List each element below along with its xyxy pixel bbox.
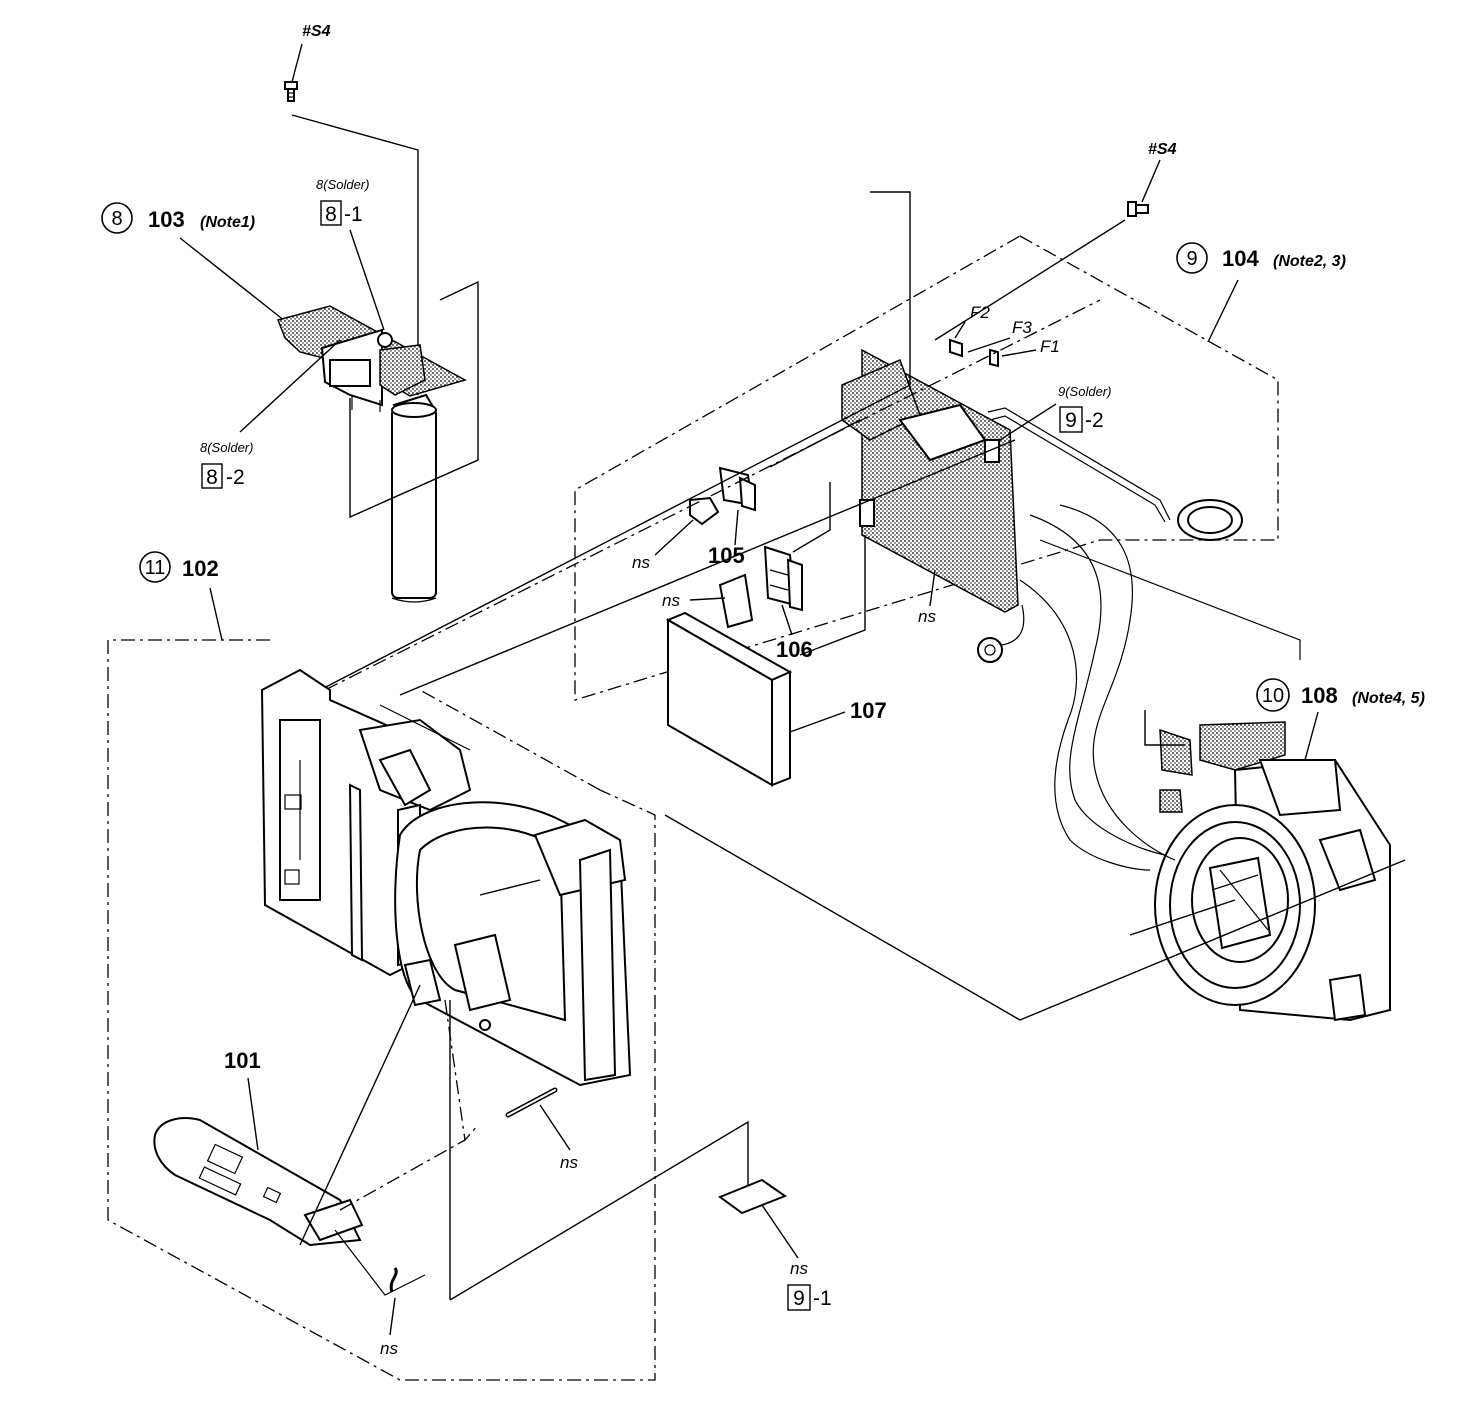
svg-text:-1: -1 (344, 203, 363, 226)
svg-text:-2: -2 (226, 466, 245, 489)
guide-line (291, 114, 419, 395)
svg-text:8(Solder): 8(Solder) (200, 440, 253, 455)
part-101: 101 (153, 1048, 364, 1247)
screw-icon (284, 81, 298, 102)
svg-text:9: 9 (1065, 409, 1077, 432)
svg-text:107: 107 (850, 698, 887, 723)
solder-8-1: 8(Solder) 8 -1 (316, 177, 385, 331)
svg-text:9: 9 (793, 1287, 805, 1310)
guide-line (299, 984, 421, 1246)
part-106: 106 (763, 545, 813, 662)
guide-line (349, 280, 479, 519)
svg-text:8: 8 (111, 208, 122, 230)
dashed-group-11 (107, 639, 656, 1381)
svg-text:108: 108 (1301, 683, 1338, 708)
svg-text:102: 102 (182, 556, 219, 581)
svg-text:ns: ns (380, 1339, 398, 1358)
svg-text:F2: F2 (970, 303, 990, 322)
svg-text:(Note2, 3): (Note2, 3) (1273, 253, 1346, 270)
sheet-ns: ns 9 -1 (717, 1178, 832, 1311)
svg-text:11: 11 (145, 557, 166, 579)
guide-line (1129, 899, 1236, 936)
spring-ns: ns (334, 1229, 426, 1358)
guide-line (792, 482, 831, 553)
svg-text:104: 104 (1222, 246, 1259, 271)
screw-s4-right: #S4 (1127, 141, 1177, 217)
svg-text:101: 101 (224, 1048, 261, 1073)
guide-line (449, 1120, 749, 1301)
solder-8-2: 8(Solder) 8 -2 (200, 339, 341, 489)
svg-text:9: 9 (1186, 248, 1197, 270)
grip-cylinder (391, 402, 437, 603)
guide-line (319, 191, 911, 691)
svg-text:#S4: #S4 (1148, 141, 1177, 158)
svg-text:103: 103 (148, 207, 185, 232)
guide-line (399, 439, 1016, 696)
guide-line (419, 689, 601, 791)
guide-line (479, 879, 541, 896)
svg-text:ns: ns (632, 553, 650, 572)
assembly-11-label: 11 102 (139, 551, 219, 583)
svg-text:8: 8 (325, 203, 337, 226)
flex-ring-cable (987, 407, 1243, 541)
part-107-battery: 107 (665, 611, 887, 787)
ns-pad-105: ns (632, 496, 720, 572)
svg-text:ns: ns (662, 591, 680, 610)
svg-text:9(Solder): 9(Solder) (1058, 384, 1111, 399)
svg-text:(Note4, 5): (Note4, 5) (1352, 690, 1425, 707)
solder-9-2: 9(Solder) 9 -2 (999, 384, 1111, 441)
assembly-8-label: 8 103 (Note1) (101, 202, 255, 234)
screw-icon (1127, 201, 1149, 217)
ns-pad-106: ns (662, 573, 754, 629)
screw-label: #S4 (302, 23, 331, 40)
svg-text:10: 10 (1262, 685, 1284, 707)
switch-board-103 (276, 305, 467, 417)
svg-text:105: 105 (708, 543, 745, 568)
svg-text:(Note1): (Note1) (200, 214, 255, 231)
guide-line (339, 1139, 466, 1211)
assembly-10-label: 10 108 (Note4, 5) (1256, 678, 1425, 712)
svg-text:ns: ns (790, 1259, 808, 1278)
svg-text:8(Solder): 8(Solder) (316, 177, 369, 192)
svg-text:F3: F3 (1012, 318, 1032, 337)
flex-labels: F2 F3 F1 (949, 303, 1060, 368)
svg-text:F1: F1 (1040, 337, 1060, 356)
svg-text:-1: -1 (813, 1287, 832, 1310)
flex-cables (1019, 504, 1301, 871)
svg-text:ns: ns (560, 1153, 578, 1172)
lens-unit-108 (1154, 721, 1391, 1022)
pin-ns: ns (505, 1087, 578, 1172)
assembly-9-label: 9 104 (Note2, 3) (1176, 242, 1346, 274)
svg-text:8: 8 (206, 466, 218, 489)
guide-line (324, 299, 1101, 691)
part-105: 105 (708, 466, 756, 568)
screw-s4-top: #S4 (284, 23, 331, 102)
frame-102 (260, 668, 632, 1087)
guide-line (664, 814, 1406, 1021)
ns-label: ns (918, 607, 936, 626)
svg-text:-2: -2 (1085, 409, 1104, 432)
guide-line (799, 535, 866, 656)
svg-text:106: 106 (776, 637, 813, 662)
dashed-group-9 (574, 235, 1279, 701)
